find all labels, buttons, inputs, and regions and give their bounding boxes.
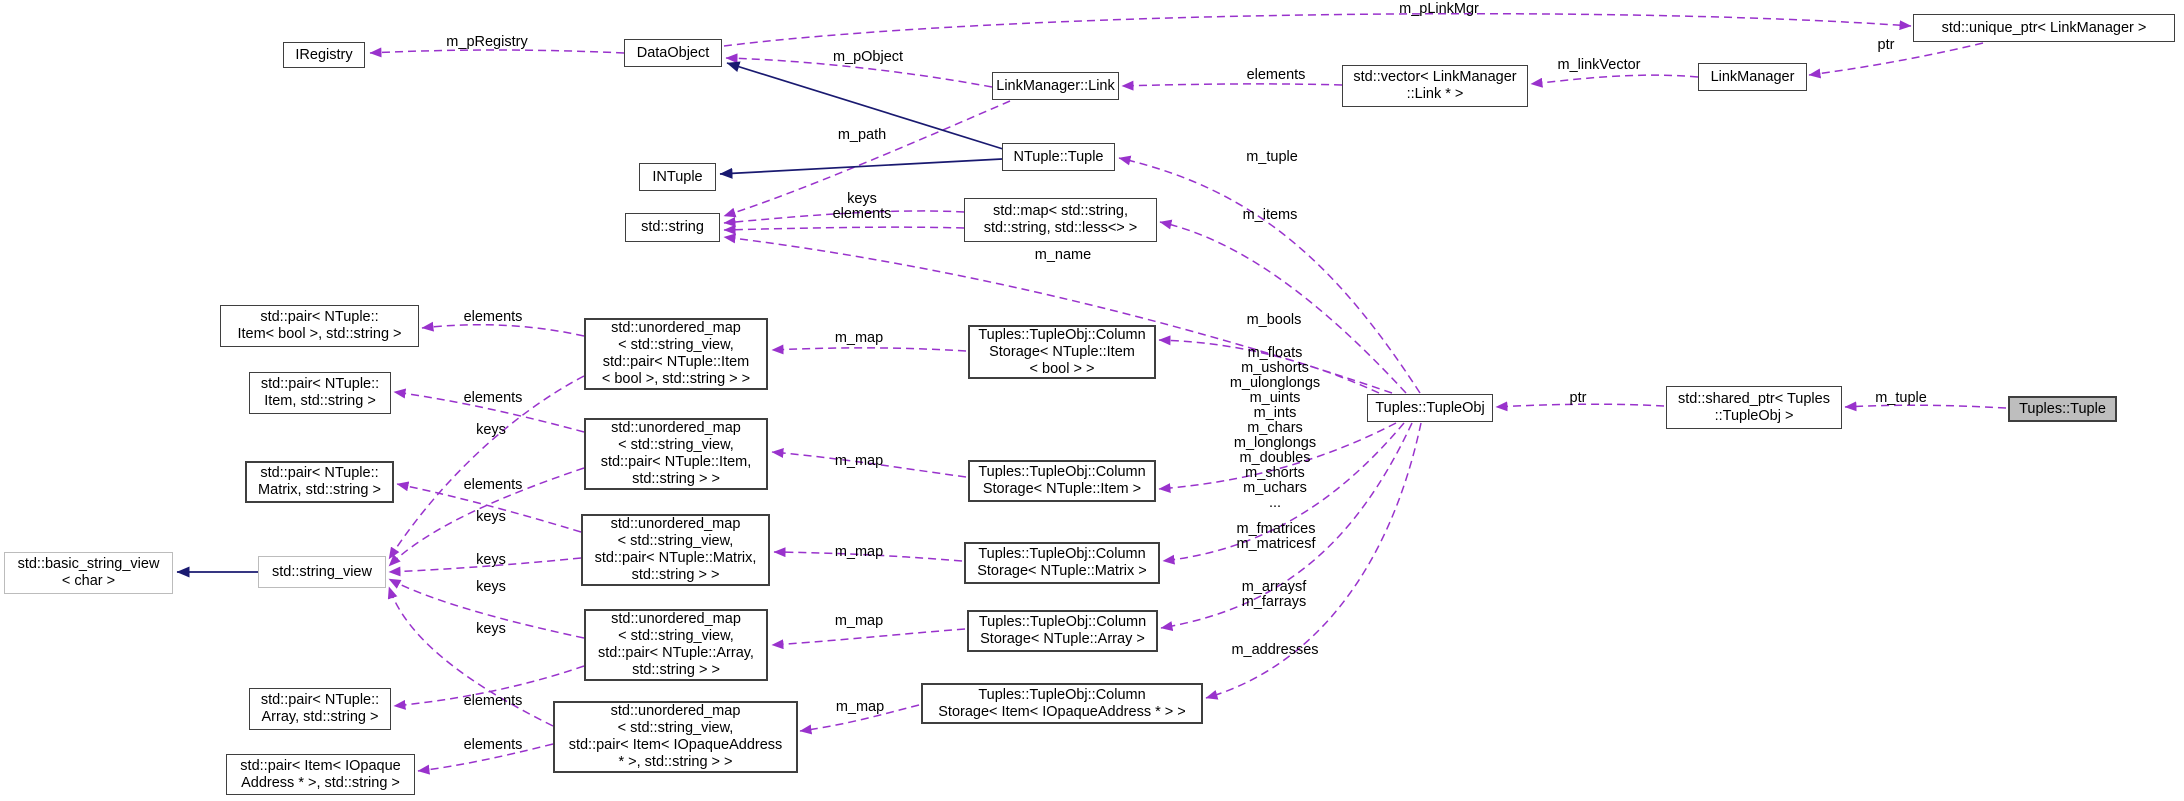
edge-m-pobject <box>725 53 993 88</box>
edge-label-m-arraysf: m_arraysf m_farrays <box>1241 579 1307 610</box>
edge-inherit-intuple <box>719 158 1003 179</box>
class-node-std-string[interactable]: std::string <box>625 213 720 242</box>
edge-label-keys-item: keys <box>476 509 506 525</box>
class-node-columnstorage-iopaque[interactable]: Tuples::TupleObj::Column Storage< Item< … <box>921 683 1203 724</box>
edge-m-pregistry <box>369 47 625 58</box>
class-node-tuples-tuple[interactable]: Tuples::Tuple <box>2008 396 2117 422</box>
edge-m-map-matrix <box>773 547 963 562</box>
class-node-pair-matrix[interactable]: std::pair< NTuple:: Matrix, std::string … <box>245 461 394 503</box>
edge-label-m-bools: m_bools <box>1246 312 1302 328</box>
edge-label-m-tuple-top: m_tuple <box>1246 149 1298 165</box>
class-node-linkmanager[interactable]: LinkManager <box>1698 63 1807 91</box>
edge-m-arraysf <box>1160 422 1413 632</box>
edge-label-elements-array: elements <box>463 693 523 709</box>
edge-label-elements-matrix: elements <box>463 477 523 493</box>
class-node-columnstorage-array[interactable]: Tuples::TupleObj::Column Storage< NTuple… <box>967 610 1158 652</box>
edge-m-tuple-right <box>1844 401 2007 412</box>
edge-m-linkvector <box>1530 74 1699 88</box>
edge-elements-item <box>393 388 585 433</box>
edge-m-items <box>1159 219 1407 394</box>
class-node-std-map[interactable]: std::map< std::string, std::string, std:… <box>964 198 1157 242</box>
edge-ptr-unique <box>1808 42 1984 79</box>
class-node-pair-array[interactable]: std::pair< NTuple:: Array, std::string > <box>249 688 391 730</box>
edge-scalars <box>1158 422 1397 494</box>
class-node-vector-link[interactable]: std::vector< LinkManager ::Link * > <box>1342 65 1528 107</box>
edge-keys-item <box>388 467 585 567</box>
class-node-linkmanager-link[interactable]: LinkManager::Link <box>992 72 1119 100</box>
edge-label-m-pobject: m_pObject <box>832 49 904 65</box>
class-node-shared-ptr[interactable]: std::shared_ptr< Tuples ::TupleObj > <box>1666 386 1842 429</box>
edge-m-map-array <box>771 628 966 650</box>
edge-keys-bool <box>388 375 585 560</box>
edge-label-m-map-item: m_map <box>834 453 884 469</box>
edge-map-elements <box>723 224 965 235</box>
edge-keys-iopaque <box>387 586 554 727</box>
edge-m-map-iopaque <box>799 704 920 735</box>
edge-label-m-path: m_path <box>837 127 887 143</box>
class-node-basic-string-view[interactable]: std::basic_string_view < char > <box>4 552 173 594</box>
edge-label-ptr-unique: ptr <box>1877 37 1895 53</box>
edge-m-plinkmgr <box>723 12 1912 47</box>
edge-label-m-linkvector: m_linkVector <box>1557 57 1641 73</box>
class-node-iregistry[interactable]: IRegistry <box>283 42 365 68</box>
edge-label-elements-iopaque: elements <box>463 737 523 753</box>
edge-label-keys-matrix: keys <box>476 552 506 568</box>
edge-label-m-map-iopaque: m_map <box>835 699 885 715</box>
edge-label-elements-bool: elements <box>463 309 523 325</box>
edge-label-m-map-array: m_map <box>834 613 884 629</box>
class-node-unordered-map-matrix[interactable]: std::unordered_map < std::string_view, s… <box>581 514 770 586</box>
edge-m-bools <box>1158 335 1380 394</box>
edge-label-m-items: m_items <box>1242 207 1298 223</box>
class-node-unordered-map-item[interactable]: std::unordered_map < std::string_view, s… <box>584 418 768 490</box>
class-node-string-view[interactable]: std::string_view <box>258 556 386 588</box>
edge-keys-array <box>388 578 585 639</box>
edge-m-path <box>723 100 1011 218</box>
class-node-columnstorage-matrix[interactable]: Tuples::TupleObj::Column Storage< NTuple… <box>964 542 1160 584</box>
edge-label-ptr-shared: ptr <box>1569 390 1587 406</box>
edge-m-map-bool <box>771 344 967 355</box>
edge-elements-matrix <box>396 481 582 533</box>
edge-label-m-name: m_name <box>1034 247 1092 263</box>
class-node-dataobject[interactable]: DataObject <box>624 39 722 67</box>
edge-elements-bool <box>421 321 585 337</box>
edge-m-fmatrices <box>1162 422 1405 565</box>
edge-label-m-fmatrices: m_fmatrices m_matricesf <box>1236 521 1316 552</box>
edge-label-m-plinkmgr: m_pLinkMgr <box>1399 1 1479 17</box>
edge-map-keys <box>723 210 965 227</box>
edge-elements-array <box>393 665 585 710</box>
edge-label-scalar-members: m_floats m_ushorts m_ulonglongs m_uints … <box>1229 345 1321 511</box>
class-node-unique-ptr[interactable]: std::unique_ptr< LinkManager > <box>1913 14 2175 42</box>
edge-inherit-dataobject <box>726 61 1004 150</box>
edge-keys-matrix <box>388 557 582 577</box>
edge-m-tuple-top <box>1118 155 1421 394</box>
edge-label-keys-extra: keys <box>476 579 506 595</box>
edge-label-keys-array: keys <box>476 621 506 637</box>
class-node-unordered-map-iopaque[interactable]: std::unordered_map < std::string_view, s… <box>553 701 798 773</box>
class-node-unordered-map-item-bool[interactable]: std::unordered_map < std::string_view, s… <box>584 318 768 390</box>
class-node-tupleobj[interactable]: Tuples::TupleObj <box>1367 394 1493 422</box>
edge-m-addresses <box>1205 422 1422 700</box>
class-node-pair-item[interactable]: std::pair< NTuple:: Item, std::string > <box>249 372 391 414</box>
edge-elements-vector-link <box>1121 80 1343 91</box>
edge-label-m-addresses: m_addresses <box>1231 642 1319 658</box>
edge-label-m-map-bool: m_map <box>834 330 884 346</box>
edge-label-m-pregistry: m_pRegistry <box>446 34 528 50</box>
edge-label-m-tuple-right: m_tuple <box>1875 390 1927 406</box>
edge-label-m-map-matrix: m_map <box>834 544 884 560</box>
class-node-pair-item-bool[interactable]: std::pair< NTuple:: Item< bool >, std::s… <box>220 305 419 347</box>
edge-m-map-item <box>771 448 967 478</box>
class-node-pair-iopaque[interactable]: std::pair< Item< IOpaque Address * >, st… <box>226 754 415 795</box>
class-node-columnstorage-item[interactable]: Tuples::TupleObj::Column Storage< NTuple… <box>968 460 1156 502</box>
class-node-intuple[interactable]: INTuple <box>639 163 716 191</box>
class-node-columnstorage-item-bool[interactable]: Tuples::TupleObj::Column Storage< NTuple… <box>968 325 1156 379</box>
edge-label-keys-bool: keys <box>476 422 506 438</box>
edge-label-elements-item: elements <box>463 390 523 406</box>
edge-label-map-keys-elements: keys elements <box>832 191 892 222</box>
edge-elements-iopaque <box>417 743 554 775</box>
edge-ptr-shared <box>1495 401 1665 412</box>
class-node-unordered-map-array[interactable]: std::unordered_map < std::string_view, s… <box>584 609 768 681</box>
edge-label-elements-vector-link: elements <box>1246 67 1306 83</box>
class-node-ntuple-tuple[interactable]: NTuple::Tuple <box>1002 143 1115 171</box>
